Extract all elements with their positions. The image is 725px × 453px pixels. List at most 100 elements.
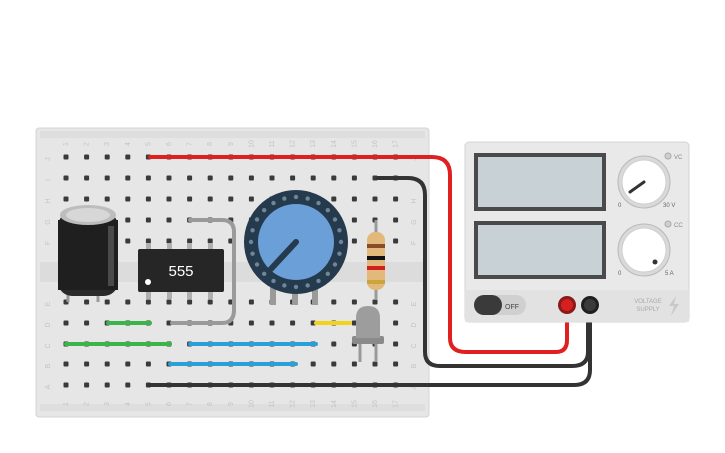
breadboard-hole[interactable] <box>187 175 193 181</box>
breadboard-hole[interactable] <box>104 299 110 305</box>
breadboard-hole[interactable] <box>84 196 90 202</box>
breadboard-hole[interactable] <box>331 361 337 367</box>
breadboard-hole[interactable] <box>84 175 90 181</box>
breadboard-hole[interactable] <box>145 217 151 223</box>
breadboard-hole[interactable] <box>63 320 69 326</box>
breadboard-hole[interactable] <box>331 299 337 305</box>
potentiometer-ridge <box>248 239 254 245</box>
negative-terminal[interactable] <box>581 296 599 314</box>
breadboard-hole[interactable] <box>84 299 90 305</box>
breadboard-hole[interactable] <box>290 320 296 326</box>
breadboard-hole[interactable] <box>125 361 131 367</box>
breadboard-hole[interactable] <box>166 175 172 181</box>
potentiometer[interactable] <box>244 190 348 305</box>
breadboard-hole[interactable] <box>187 238 193 244</box>
breadboard-hole[interactable] <box>351 217 357 223</box>
breadboard-hole[interactable] <box>145 361 151 367</box>
resistor[interactable] <box>367 220 385 300</box>
breadboard-hole[interactable] <box>104 154 110 160</box>
breadboard-hole[interactable] <box>351 361 357 367</box>
electrolytic-capacitor[interactable] <box>58 205 118 302</box>
breadboard-hole[interactable] <box>290 175 296 181</box>
breadboard-hole[interactable] <box>393 361 399 367</box>
breadboard-hole[interactable] <box>393 299 399 305</box>
breadboard-hole[interactable] <box>248 320 254 326</box>
breadboard-hole[interactable] <box>104 175 110 181</box>
breadboard-hole[interactable] <box>310 175 316 181</box>
breadboard-hole[interactable] <box>393 341 399 347</box>
breadboard-hole[interactable] <box>104 361 110 367</box>
black-ground-wire-2[interactable] <box>148 303 592 387</box>
breadboard-hole[interactable] <box>228 196 234 202</box>
breadboard-hole[interactable] <box>393 320 399 326</box>
breadboard-hole[interactable] <box>310 361 316 367</box>
breadboard-hole[interactable] <box>63 196 69 202</box>
positive-terminal[interactable] <box>558 296 576 314</box>
breadboard-hole[interactable] <box>104 196 110 202</box>
breadboard-hole[interactable] <box>84 320 90 326</box>
breadboard-hole[interactable] <box>269 175 275 181</box>
column-label: 4 <box>125 142 132 146</box>
breadboard-hole[interactable] <box>248 299 254 305</box>
column-label: 3 <box>104 402 111 406</box>
breadboard-hole[interactable] <box>63 154 69 160</box>
breadboard-hole[interactable] <box>125 196 131 202</box>
breadboard-hole[interactable] <box>372 361 378 367</box>
breadboard-hole[interactable] <box>187 299 193 305</box>
breadboard-hole[interactable] <box>248 175 254 181</box>
breadboard-hole[interactable] <box>84 154 90 160</box>
breadboard-hole[interactable] <box>63 175 69 181</box>
breadboard-hole[interactable] <box>166 196 172 202</box>
breadboard-hole[interactable] <box>125 382 131 388</box>
breadboard-hole[interactable] <box>207 175 213 181</box>
breadboard-hole[interactable] <box>228 175 234 181</box>
breadboard-hole[interactable] <box>393 217 399 223</box>
breadboard-hole[interactable] <box>166 320 172 326</box>
breadboard-hole[interactable] <box>207 196 213 202</box>
breadboard-hole[interactable] <box>63 382 69 388</box>
breadboard-hole[interactable] <box>145 238 151 244</box>
breadboard-hole[interactable] <box>269 320 275 326</box>
breadboard-hole[interactable] <box>125 175 131 181</box>
breadboard-hole[interactable] <box>125 154 131 160</box>
breadboard-hole[interactable] <box>125 238 131 244</box>
current-knob[interactable] <box>617 223 671 277</box>
breadboard-hole[interactable] <box>125 217 131 223</box>
breadboard-hole[interactable] <box>351 299 357 305</box>
power-switch[interactable]: OFF <box>474 295 526 315</box>
breadboard-hole[interactable] <box>145 299 151 305</box>
breadboard-hole[interactable] <box>84 382 90 388</box>
red-power-wire[interactable] <box>148 155 569 354</box>
breadboard-hole[interactable] <box>393 196 399 202</box>
breadboard-hole[interactable] <box>331 341 337 347</box>
breadboard-hole[interactable] <box>207 299 213 305</box>
breadboard-hole[interactable] <box>351 196 357 202</box>
breadboard-hole[interactable] <box>372 299 378 305</box>
breadboard-hole[interactable] <box>145 175 151 181</box>
breadboard-hole[interactable] <box>351 175 357 181</box>
current-min-label: 0 <box>618 271 622 277</box>
breadboard-hole[interactable] <box>248 196 254 202</box>
led[interactable] <box>352 306 384 362</box>
breadboard-hole[interactable] <box>351 320 357 326</box>
breadboard-hole[interactable] <box>393 238 399 244</box>
breadboard-hole[interactable] <box>331 175 337 181</box>
breadboard-hole[interactable] <box>187 196 193 202</box>
breadboard-hole[interactable] <box>166 299 172 305</box>
breadboard-hole[interactable] <box>166 238 172 244</box>
breadboard-hole[interactable] <box>84 361 90 367</box>
black-ground-wire-1[interactable] <box>376 176 590 368</box>
breadboard-hole[interactable] <box>207 238 213 244</box>
breadboard-hole[interactable] <box>372 175 378 181</box>
breadboard-hole[interactable] <box>372 196 378 202</box>
breadboard-hole[interactable] <box>63 361 69 367</box>
voltage-knob[interactable] <box>617 155 671 209</box>
breadboard-hole[interactable] <box>125 299 131 305</box>
breadboard-hole[interactable] <box>104 382 110 388</box>
breadboard-hole[interactable] <box>351 238 357 244</box>
ic-555-chip[interactable]: 555 <box>138 243 224 299</box>
breadboard-hole[interactable] <box>331 196 337 202</box>
breadboard-hole[interactable] <box>166 217 172 223</box>
gray-wire[interactable] <box>170 218 236 325</box>
breadboard-hole[interactable] <box>145 196 151 202</box>
